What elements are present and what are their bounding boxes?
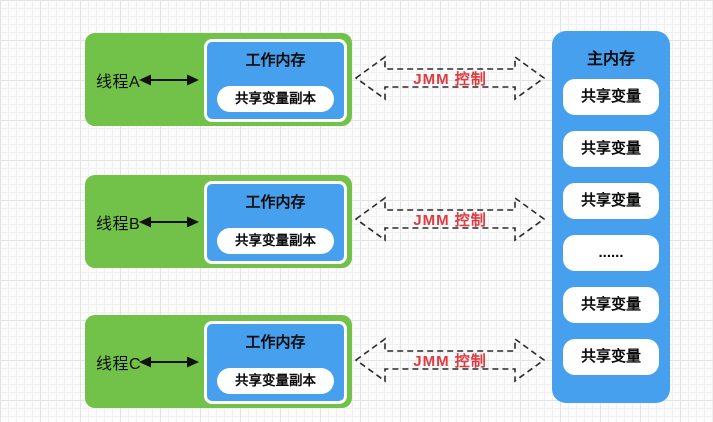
main-memory-title: 主内存 <box>586 51 635 68</box>
jmm-control-arrow: JMM 控制 <box>355 337 545 383</box>
thread-c-label: 线程C <box>96 355 142 373</box>
working-memory-title: 工作内存 <box>245 52 306 69</box>
working-memory-box: 工作内存 共享变量副本 <box>204 39 347 122</box>
shared-variable-slot: 共享变量 <box>563 339 659 375</box>
shared-variable-copy-pill: 共享变量副本 <box>217 228 334 254</box>
working-memory-box: 工作内存 共享变量副本 <box>204 181 347 264</box>
shared-variable-copy-pill: 共享变量副本 <box>217 368 334 394</box>
shared-variable-slot: 共享变量 <box>563 183 659 219</box>
main-memory-box: 主内存 共享变量 共享变量 共享变量 ...... 共享变量 共享变量 <box>552 31 670 403</box>
thread-c-box: 线程C 工作内存 共享变量副本 <box>85 315 352 408</box>
bidirectional-arrow-icon <box>139 356 199 367</box>
working-memory-box: 工作内存 共享变量副本 <box>204 321 347 404</box>
working-memory-title: 工作内存 <box>245 194 306 211</box>
jmm-control-label: JMM 控制 <box>413 352 487 370</box>
jmm-control-label: JMM 控制 <box>413 211 487 229</box>
ellipsis-slot: ...... <box>563 235 659 271</box>
working-memory-title: 工作内存 <box>245 334 306 351</box>
dashed-double-arrow-icon <box>355 55 545 101</box>
jmm-control-arrow: JMM 控制 <box>355 55 545 101</box>
dashed-double-arrow-icon <box>355 196 545 242</box>
thread-b-box: 线程B 工作内存 共享变量副本 <box>85 175 352 268</box>
bidirectional-arrow-icon <box>139 74 199 85</box>
shared-variable-slot: 共享变量 <box>563 287 659 323</box>
shared-variable-slot: 共享变量 <box>563 79 659 115</box>
shared-variable-copy-pill: 共享变量副本 <box>217 86 334 112</box>
dashed-double-arrow-icon <box>355 337 545 383</box>
thread-a-label: 线程A <box>96 73 141 91</box>
thread-b-label: 线程B <box>96 215 141 233</box>
jmm-control-arrow: JMM 控制 <box>355 196 545 242</box>
jmm-control-label: JMM 控制 <box>413 70 487 88</box>
bidirectional-arrow-icon <box>139 216 199 227</box>
shared-variable-slot: 共享变量 <box>563 131 659 167</box>
thread-a-box: 线程A 工作内存 共享变量副本 <box>85 33 352 126</box>
